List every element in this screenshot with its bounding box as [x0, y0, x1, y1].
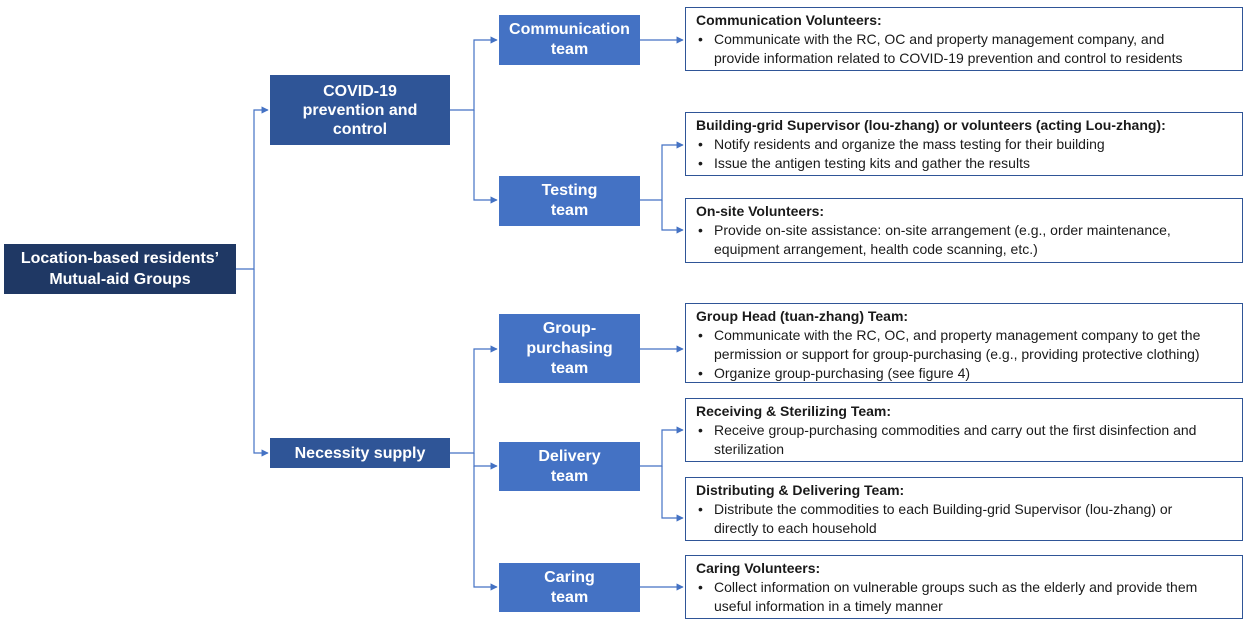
team-communication-node: Communication team — [499, 15, 640, 65]
bullet-line: Communicate with the RC, OC and property… — [714, 31, 1165, 47]
role-distributing-delivering-team: Distributing & Delivering Team: Distribu… — [685, 477, 1243, 541]
role-bullet: Receive group-purchasing commodities and… — [696, 421, 1234, 459]
team-label-line: Caring — [544, 568, 595, 586]
bullet-line: equipment arrangement, health code scann… — [714, 241, 1038, 257]
category-covid-node: COVID-19 prevention and control — [270, 75, 450, 145]
role-title: Group Head (tuan-zhang) Team: — [696, 308, 909, 324]
role-onsite-volunteers: On-site Volunteers: Provide on-site assi… — [685, 198, 1243, 263]
connector-testing-role-2 — [661, 200, 684, 234]
bullet-line: Communicate with the RC, OC, and propert… — [714, 327, 1201, 343]
role-bullet: Issue the antigen testing kits and gathe… — [696, 154, 1234, 173]
role-bullet: Communicate with the RC, OC, and propert… — [696, 326, 1234, 364]
team-testing-node: Testing team — [499, 176, 640, 226]
role-bullet: Organize group-purchasing (see figure 4) — [696, 364, 1234, 383]
connector-necessity-delivery — [473, 453, 498, 470]
role-caring-volunteers: Caring Volunteers: Collect information o… — [685, 555, 1243, 619]
team-delivery-node: Delivery team — [499, 442, 640, 491]
bullet-line: Organize group-purchasing (see figure 4) — [714, 365, 971, 381]
bullet-line: Provide on-site assistance: on-site arra… — [714, 222, 1171, 238]
connector-necessity-grouppurchasing — [450, 345, 498, 454]
team-label-line: team — [550, 588, 589, 606]
role-bullet: Collect information on vulnerable groups… — [696, 578, 1234, 616]
team-caring-node: Caring team — [499, 563, 640, 612]
bullet-line: Distribute the commodities to each Build… — [714, 501, 1173, 517]
role-title: Receiving & Sterilizing Team: — [696, 403, 892, 419]
bullet-line: provide information related to COVID-19 … — [714, 50, 1183, 66]
connector-testing-role-1 — [640, 141, 684, 201]
team-label-line: purchasing — [526, 339, 613, 357]
team-label-line: Communication — [509, 21, 630, 38]
team-label-line: team — [550, 467, 589, 485]
connector-covid-testing — [473, 110, 498, 204]
bullet-line: Issue the antigen testing kits and gathe… — [714, 155, 1030, 171]
team-grouppurchasing-node: Group- purchasing team — [499, 314, 640, 383]
root-node: Location-based residents’ Mutual-aid Gro… — [4, 244, 236, 294]
bullet-line: Receive group-purchasing commodities and… — [714, 422, 1197, 438]
bullet-line: sterilization — [714, 441, 785, 457]
team-label-line: Delivery — [538, 447, 601, 465]
category-label-line: Necessity supply — [294, 444, 426, 462]
bullet-line: Collect information on vulnerable groups… — [714, 579, 1198, 595]
role-building-grid-supervisor: Building-grid Supervisor (lou-zhang) or … — [685, 112, 1243, 176]
team-label-line: Testing — [541, 182, 598, 199]
bullet-line: Notify residents and organize the mass t… — [714, 136, 1105, 152]
bullet-line: useful information in a timely manner — [714, 598, 943, 614]
role-group-head-team: Group Head (tuan-zhang) Team: Communicat… — [685, 303, 1243, 383]
role-title: Distributing & Delivering Team: — [696, 482, 905, 498]
connector-covid-communication — [450, 36, 498, 111]
category-label-line: control — [332, 120, 388, 138]
root-label-line: Mutual-aid Groups — [49, 271, 191, 288]
team-label-line: team — [550, 202, 589, 219]
role-title: Building-grid Supervisor (lou-zhang) or … — [696, 117, 1166, 133]
team-label-line: team — [550, 41, 589, 58]
role-title: Caring Volunteers: — [696, 560, 821, 576]
role-communication-volunteers: Communication Volunteers: Communicate wi… — [685, 7, 1243, 71]
role-bullet: Notify residents and organize the mass t… — [696, 135, 1234, 154]
role-bullet: Provide on-site assistance: on-site arra… — [696, 221, 1234, 259]
connector-delivery-role-1 — [640, 426, 684, 467]
team-label-line: Group- — [542, 319, 597, 337]
category-label-line: prevention and — [302, 101, 418, 119]
team-label-line: team — [550, 359, 589, 377]
role-title: On-site Volunteers: — [696, 203, 825, 219]
root-label-line: Location-based residents’ — [20, 250, 220, 267]
role-title: Communication Volunteers: — [696, 12, 882, 28]
bullet-line: permission or support for group-purchasi… — [714, 346, 1200, 362]
connector-root-necessity — [253, 269, 269, 457]
role-bullet: Distribute the commodities to each Build… — [696, 500, 1234, 538]
connector-root-covid — [236, 106, 269, 270]
category-label-line: COVID-19 — [323, 82, 397, 100]
connector-necessity-caring — [473, 466, 498, 591]
category-necessity-node: Necessity supply — [270, 438, 450, 468]
connector-delivery-role-2 — [661, 466, 684, 522]
role-bullet: Communicate with the RC, OC and property… — [696, 30, 1234, 68]
bullet-line: directly to each household — [714, 520, 877, 536]
role-receiving-sterilizing-team: Receiving & Sterilizing Team: Receive gr… — [685, 398, 1243, 462]
